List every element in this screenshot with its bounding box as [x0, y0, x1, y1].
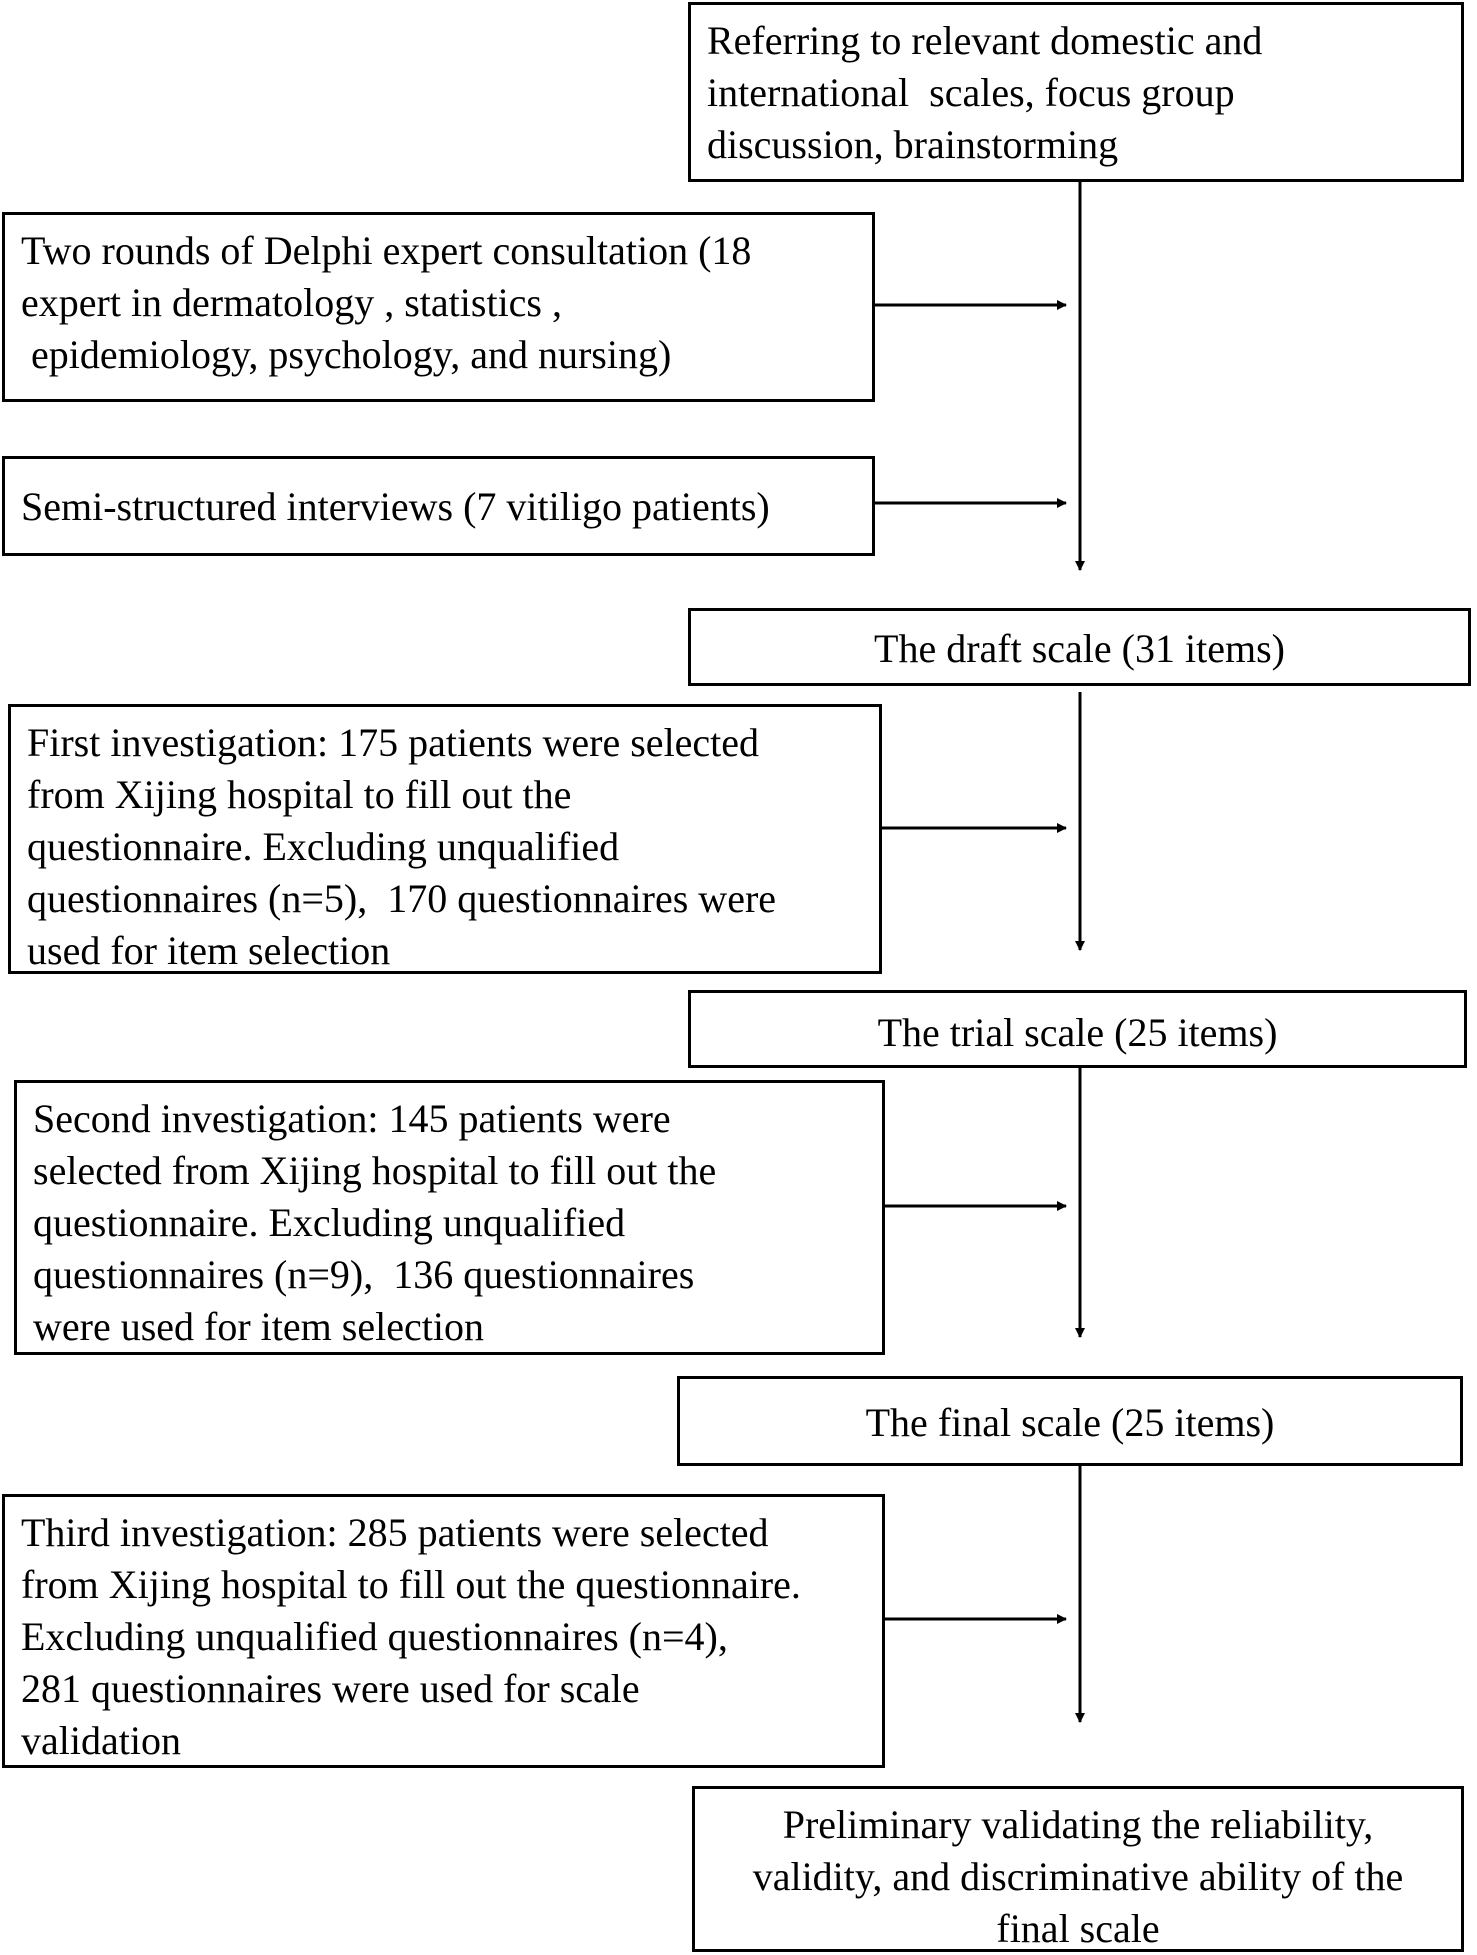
- delphi-consultation-box: Two rounds of Delphi expert consultation…: [2, 212, 875, 402]
- semi-structured-interviews-box: Semi-structured interviews (7 vitiligo p…: [2, 456, 875, 556]
- draft-scale-box: The draft scale (31 items): [688, 608, 1471, 686]
- second-investigation-box: Second investigation: 145 patients were …: [14, 1080, 885, 1355]
- preliminary-validation-box: Preliminary validating the reliability, …: [692, 1786, 1464, 1952]
- trial-scale-box: The trial scale (25 items): [688, 990, 1467, 1068]
- third-investigation-box: Third investigation: 285 patients were s…: [2, 1494, 885, 1768]
- scale-sources-box: Referring to relevant domestic and inter…: [688, 2, 1464, 182]
- first-investigation-box: First investigation: 175 patients were s…: [8, 704, 882, 974]
- final-scale-box: The final scale (25 items): [677, 1376, 1463, 1466]
